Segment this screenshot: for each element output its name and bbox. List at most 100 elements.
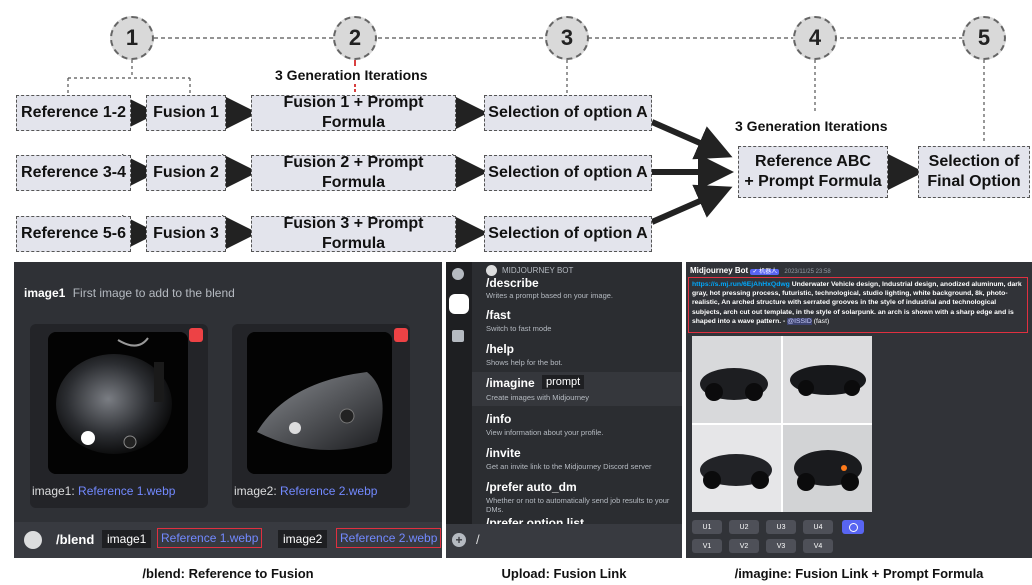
message-header: Midjourney Bot ✓ 机器人 2023/11/25 23:58 xyxy=(690,266,831,275)
blend-command-bar[interactable]: /blend image1 Reference 1.webp image2 Re… xyxy=(14,522,442,558)
cmd-imagine-desc: Create images with Midjourney xyxy=(486,393,589,402)
row3-fusion-box: Fusion 3 xyxy=(146,216,226,252)
image1-card[interactable]: image1: Reference 1.webp xyxy=(30,324,208,508)
row1-formula-text: Fusion 1 + Prompt Formula xyxy=(283,94,424,131)
image1-caption-file[interactable]: Reference 1.webp xyxy=(78,484,176,498)
variation-button-1[interactable]: V1 xyxy=(692,539,722,553)
row1-fusion-text: Fusion 1 xyxy=(153,104,219,121)
variation-button-2[interactable]: V2 xyxy=(729,539,759,553)
blend-opt2-value[interactable]: Reference 2.webp xyxy=(336,528,442,548)
upscale-button-3[interactable]: U3 xyxy=(766,520,796,534)
cmd-prefer-auto-dm-desc: Whether or not to automatically send job… xyxy=(486,496,670,514)
cmd-imagine[interactable]: /imagine xyxy=(486,376,535,390)
prompt-highlight-box: https://s.mj.run/6EjAhHxQdwg Underwater … xyxy=(688,277,1028,333)
cmd-prefer-option-list[interactable]: /prefer option list xyxy=(486,516,585,524)
upscale-button-4[interactable]: U4 xyxy=(803,520,833,534)
row1-formula-box: Fusion 1 + Prompt Formula xyxy=(251,94,456,131)
row2-formula-text: Fusion 2 + Prompt Formula xyxy=(283,154,424,191)
blend-opt2-name[interactable]: image2 xyxy=(278,530,328,548)
image2-caption: image2: Reference 2.webp xyxy=(234,484,377,498)
image-grid[interactable] xyxy=(692,336,872,512)
step-1-circle: 1 xyxy=(110,16,154,60)
prompt-text: Underwater Vehicle design, Industrial de… xyxy=(692,281,1022,325)
row2-fusion-box: Fusion 2 xyxy=(146,155,226,191)
blend-panel: image1 First image to add to the blend i… xyxy=(14,262,442,558)
step-5-label: 5 xyxy=(977,25,991,50)
command-list-panel: MIDJOURNEY BOT /describe Writes a prompt… xyxy=(446,262,682,558)
reroll-button[interactable] xyxy=(842,520,864,534)
row3-select-text: Selection of option A xyxy=(488,225,648,242)
message-timestamp: 2023/11/25 23:58 xyxy=(784,269,831,275)
clock-icon[interactable] xyxy=(452,268,464,280)
step-2-circle: 2 xyxy=(333,16,377,60)
add-attachment-icon[interactable]: + xyxy=(452,533,466,547)
row2-select-box: Selection of option A xyxy=(484,155,652,191)
image2-card[interactable]: image2: Reference 2.webp xyxy=(232,324,410,508)
midjourney-app-icon[interactable] xyxy=(449,294,469,314)
cmd-fast-desc: Switch to fast mode xyxy=(486,324,552,333)
user-mention[interactable]: @ISSID xyxy=(787,317,812,325)
cmd-invite[interactable]: /invite xyxy=(486,446,521,460)
cmd-info[interactable]: /info xyxy=(486,412,512,426)
blend-opt1-value[interactable]: Reference 1.webp xyxy=(157,528,263,548)
step-3-circle: 3 xyxy=(545,16,589,60)
image-grid-renders xyxy=(692,336,872,512)
step-4-circle: 4 xyxy=(793,16,837,60)
row2-formula-box: Fusion 2 + Prompt Formula xyxy=(251,154,456,191)
final-option-line2: Final Option xyxy=(927,173,1021,190)
prompt-link[interactable]: https://s.mj.run/6EjAhHxQdwg xyxy=(692,281,790,288)
message-input-bar[interactable]: + / xyxy=(446,524,682,558)
step-2-label: 2 xyxy=(348,25,362,50)
delete-image2-icon[interactable] xyxy=(394,328,408,342)
variation-button-3[interactable]: V3 xyxy=(766,539,796,553)
cmd-describe[interactable]: /describe xyxy=(486,276,539,290)
row3-reference-text: Reference 5-6 xyxy=(21,225,126,242)
blend-command: /blend xyxy=(56,532,95,547)
row2-reference-text: Reference 3-4 xyxy=(21,164,126,181)
cmd-help-desc: Shows help for the bot. xyxy=(486,358,563,367)
cmd-info-desc: View information about your profile. xyxy=(486,428,604,437)
app-rail xyxy=(446,262,472,532)
cmd-invite-desc: Get an invite link to the Midjourney Dis… xyxy=(486,462,652,471)
bot-badge: ✓ 机器人 xyxy=(750,269,780,275)
user-avatar xyxy=(24,531,42,549)
upscale-button-1[interactable]: U1 xyxy=(692,520,722,534)
step-3-label: 3 xyxy=(560,25,574,50)
message-input-value[interactable]: / xyxy=(476,532,480,547)
image2-caption-file[interactable]: Reference 2.webp xyxy=(280,484,378,498)
row1-reference-box: Reference 1-2 xyxy=(16,95,131,131)
cmd-imagine-arg: prompt xyxy=(542,375,585,389)
image2-preview xyxy=(247,332,392,474)
image1-caption-label: image1: xyxy=(32,484,75,498)
generation-label-top: 3 Generation Iterations xyxy=(275,67,428,83)
blend-caption: /blend: Reference to Fusion xyxy=(142,566,314,581)
imagine-caption: /imagine: Fusion Link + Prompt Formula xyxy=(734,566,984,581)
reference-abc-line1: Reference ABC xyxy=(755,153,871,170)
delete-image1-icon[interactable] xyxy=(189,328,203,342)
reroll-icon xyxy=(848,522,858,532)
cmd-prefer-auto-dm[interactable]: /prefer auto_dm xyxy=(486,480,577,494)
vehicle-render-2 xyxy=(247,332,392,474)
edit-icon[interactable] xyxy=(452,330,464,342)
cmd-fast[interactable]: /fast xyxy=(486,308,511,322)
cmd-help[interactable]: /help xyxy=(486,342,515,356)
row2-fusion-text: Fusion 2 xyxy=(153,164,219,181)
row3-reference-box: Reference 5-6 xyxy=(16,216,131,252)
variation-button-4[interactable]: V4 xyxy=(803,539,833,553)
row1-select-box: Selection of option A xyxy=(484,95,652,131)
image1-preview xyxy=(48,332,188,474)
image1-caption: image1: Reference 1.webp xyxy=(32,484,175,498)
upload-caption: Upload: Fusion Link xyxy=(501,566,627,581)
upscale-button-2[interactable]: U2 xyxy=(729,520,759,534)
vehicle-render-1 xyxy=(48,332,188,474)
blend-opt1-name[interactable]: image1 xyxy=(102,530,152,548)
image2-caption-label: image2: xyxy=(234,484,277,498)
row2-reference-box: Reference 3-4 xyxy=(16,155,131,191)
row1-select-text: Selection of option A xyxy=(488,104,648,121)
row3-formula-text: Fusion 3 + Prompt Formula xyxy=(283,215,424,252)
bot-name-header: MIDJOURNEY BOT xyxy=(502,266,574,275)
blend-field-header: image1 First image to add to the blend xyxy=(24,286,235,300)
step-1-label: 1 xyxy=(125,25,139,50)
row1-reference-text: Reference 1-2 xyxy=(21,104,126,121)
reference-abc-line2: + Prompt Formula xyxy=(744,173,882,190)
